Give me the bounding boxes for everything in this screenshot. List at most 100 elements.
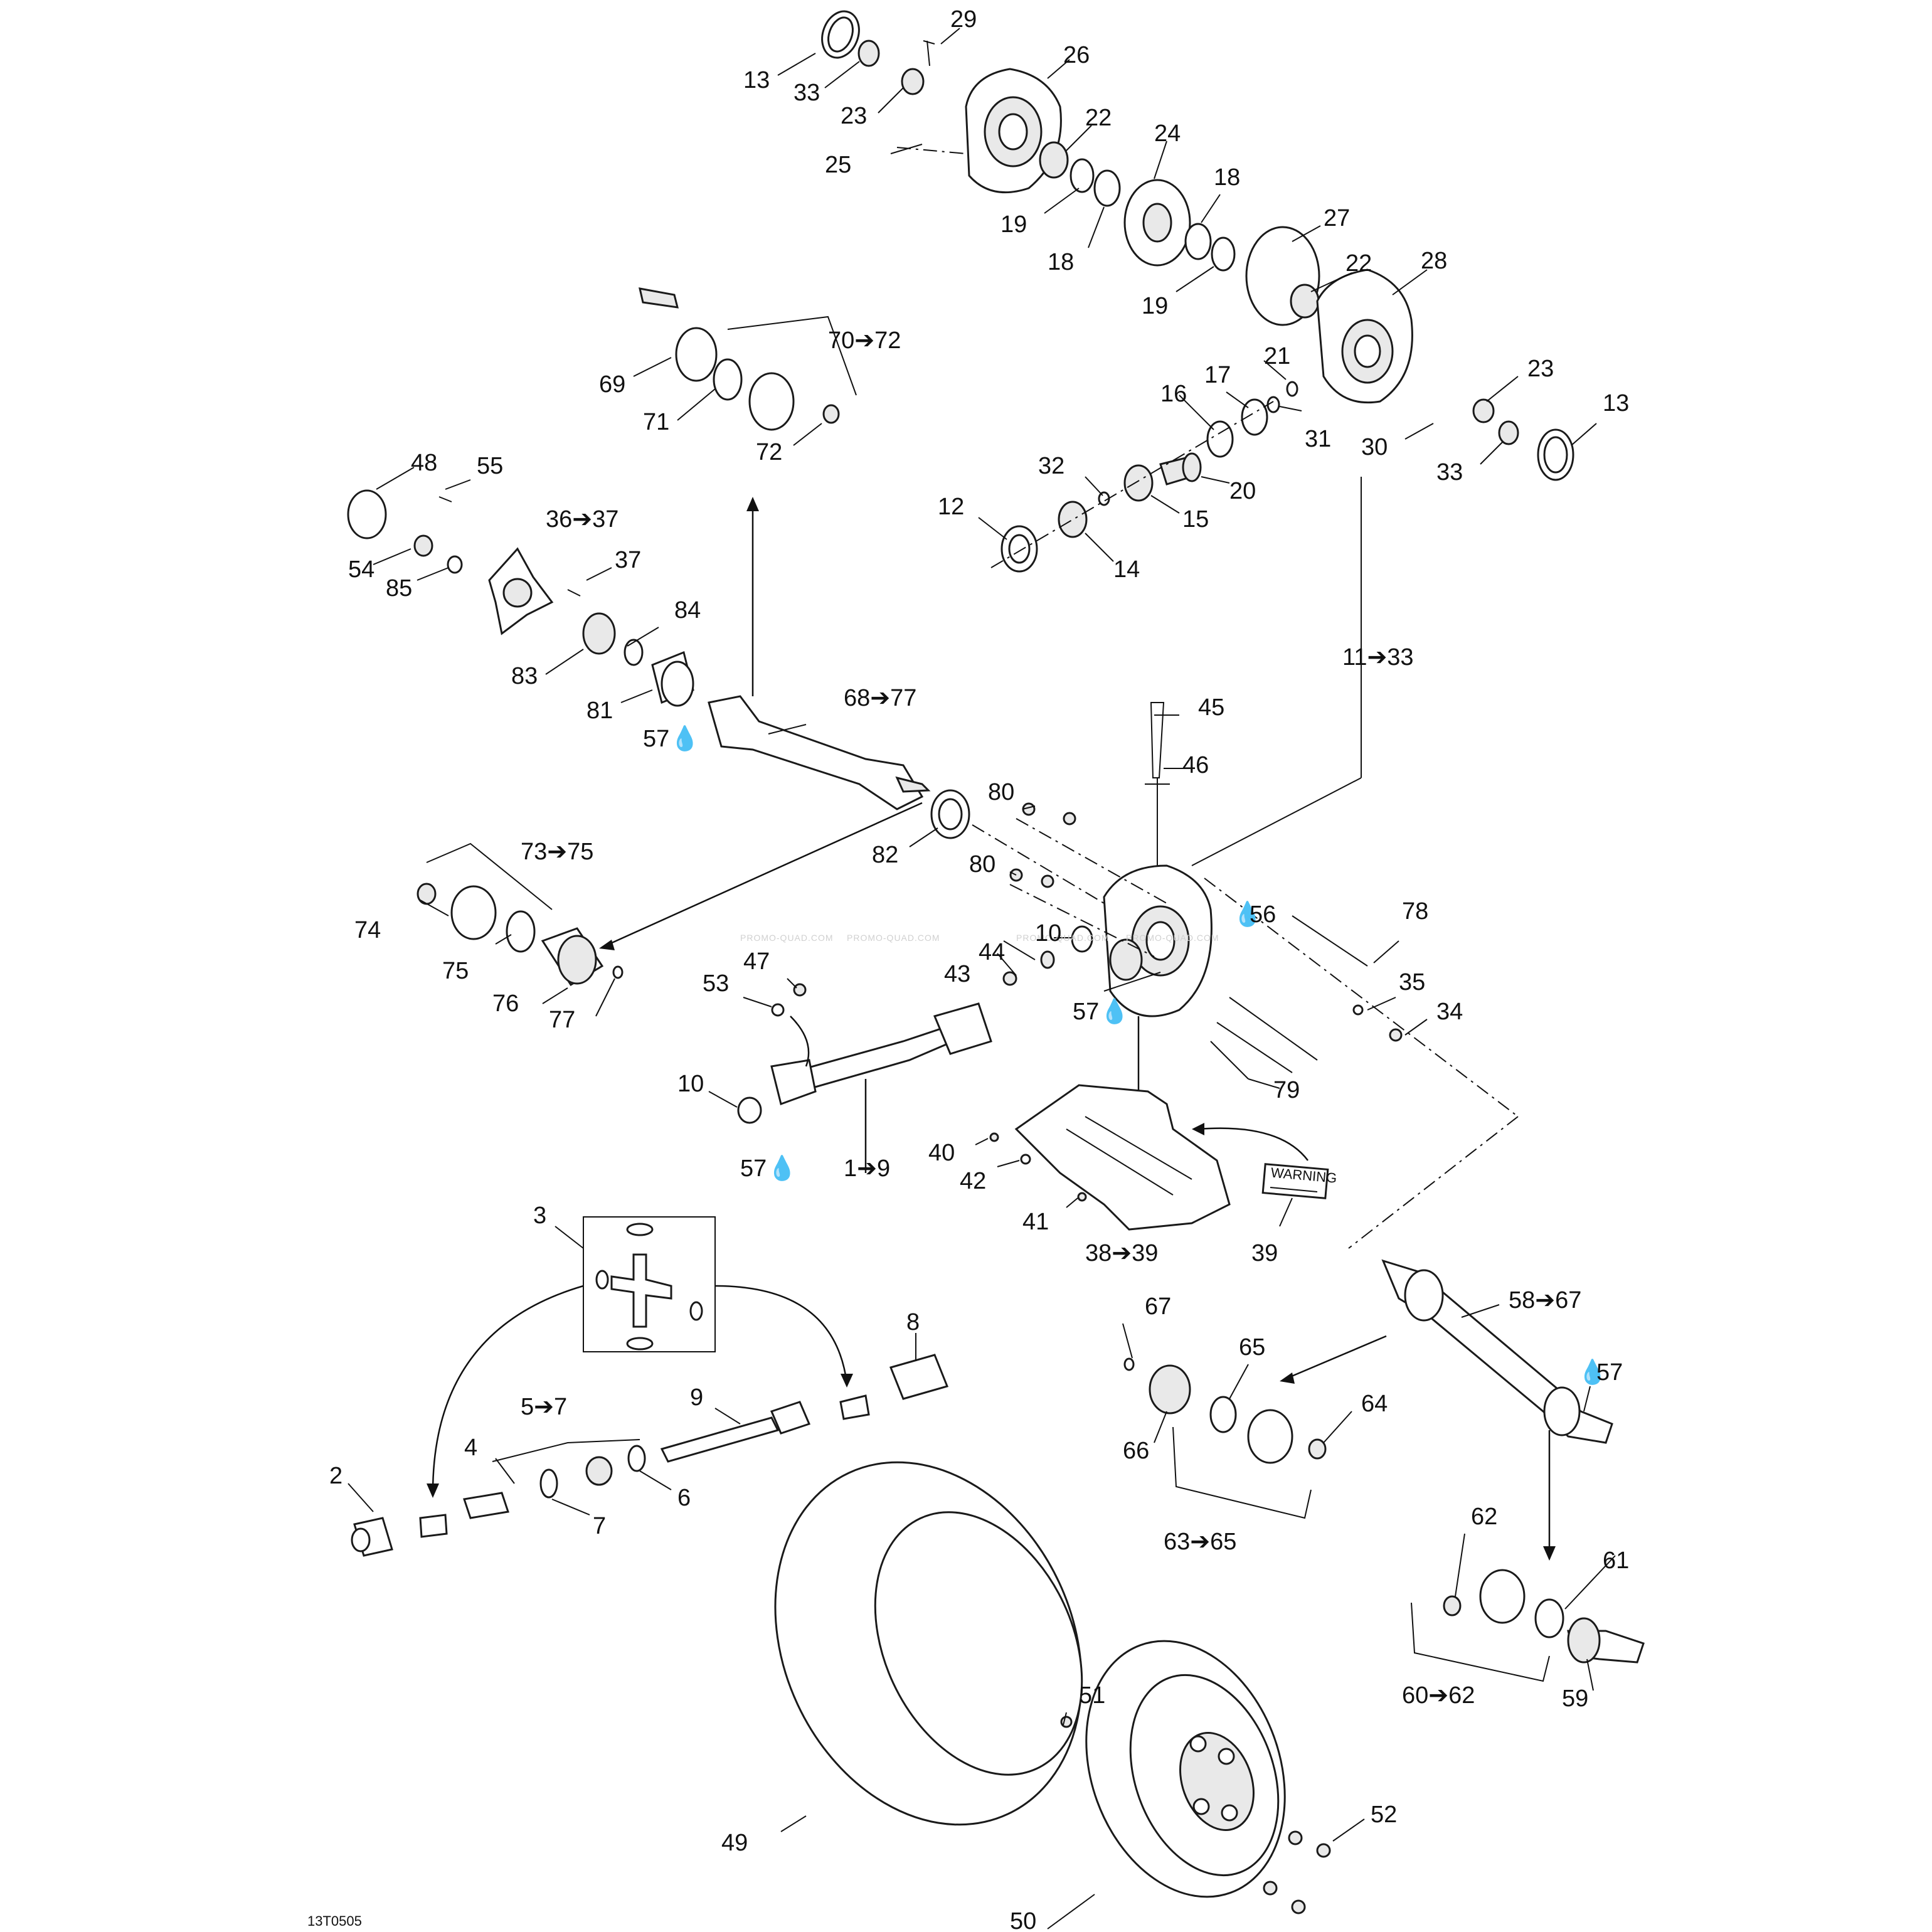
bearing-23-right xyxy=(1472,398,1495,423)
callout-75: 75 xyxy=(442,958,469,984)
callout-67: 67 xyxy=(1145,1293,1171,1320)
callout-47: 47 xyxy=(743,948,770,975)
o-ring-27 xyxy=(1245,226,1320,326)
watermark-2: PROMO-QUAD.COM xyxy=(847,933,940,943)
callout-80-a: 80 xyxy=(988,779,1014,805)
screw-40 xyxy=(989,1132,999,1142)
callout-40: 40 xyxy=(928,1140,955,1166)
callout-56: 56 xyxy=(1250,901,1276,928)
callout-73-75: 73➔75 xyxy=(521,839,593,865)
breather-45 xyxy=(1150,702,1165,778)
callout-83: 83 xyxy=(511,663,538,689)
valve-51 xyxy=(1060,1716,1073,1728)
drive-shaft-upper-group xyxy=(347,287,1105,904)
nut-47 xyxy=(793,983,807,997)
joint-kit-73-75 xyxy=(417,883,624,987)
callout-12: 12 xyxy=(938,494,964,520)
nut-54 xyxy=(413,534,433,557)
u-joint-kit-box xyxy=(427,1216,853,1498)
nut-41 xyxy=(1077,1192,1087,1202)
washer-85 xyxy=(447,555,463,574)
callout-24: 24 xyxy=(1154,120,1181,147)
seal-10-right xyxy=(1071,925,1093,953)
shim-19a xyxy=(1070,158,1095,193)
callout-29: 29 xyxy=(950,6,977,33)
callout-35: 35 xyxy=(1399,969,1425,995)
washer-35 xyxy=(1352,1004,1364,1016)
callout-51: 51 xyxy=(1079,1682,1105,1709)
callout-46: 46 xyxy=(1182,752,1209,778)
bearing-14 xyxy=(1058,501,1088,538)
drive-shaft-68 xyxy=(708,695,924,810)
callout-6: 6 xyxy=(677,1485,691,1511)
callout-39: 39 xyxy=(1251,1240,1278,1266)
o-ring-84 xyxy=(624,639,644,666)
callout-60-62: 60➔62 xyxy=(1402,1682,1475,1709)
callout-23-right: 23 xyxy=(1527,356,1554,382)
callout-82: 82 xyxy=(872,842,898,868)
callout-54: 54 xyxy=(348,556,374,583)
callout-59: 59 xyxy=(1562,1685,1588,1712)
range-brackets xyxy=(426,316,1550,1682)
callout-23-top: 23 xyxy=(841,103,867,129)
callout-76: 76 xyxy=(492,990,519,1017)
callout-21: 21 xyxy=(1264,343,1290,369)
bolt-79-a xyxy=(1229,997,1318,1061)
rear-axle-group xyxy=(1123,1259,1645,1664)
callout-30: 30 xyxy=(1361,434,1388,460)
callout-49: 49 xyxy=(721,1830,748,1856)
kit-3-frame xyxy=(583,1216,716,1352)
clamp-65 xyxy=(1209,1396,1237,1433)
boot-5 xyxy=(585,1456,613,1486)
callout-5-7: 5➔7 xyxy=(521,1394,567,1420)
callout-80-b: 80 xyxy=(969,851,995,878)
clamp-72 xyxy=(822,404,840,424)
callout-58-67: 58➔67 xyxy=(1509,1287,1581,1314)
callout-1-9: 1➔9 xyxy=(844,1155,890,1182)
shim-19b xyxy=(1211,236,1236,272)
clamp-64 xyxy=(1308,1438,1327,1460)
callout-22-top: 22 xyxy=(1085,105,1112,131)
callout-8: 8 xyxy=(906,1309,920,1335)
shaft-9 xyxy=(660,1416,780,1463)
callout-7: 7 xyxy=(593,1513,606,1539)
nut-52-c xyxy=(1263,1881,1278,1896)
callout-28: 28 xyxy=(1421,248,1447,274)
callout-14: 14 xyxy=(1113,556,1140,583)
boot-63 xyxy=(1247,1409,1293,1464)
callout-77: 77 xyxy=(549,1007,575,1033)
oil-drop-icon: 💧 xyxy=(767,1154,797,1182)
bolt-79-b xyxy=(1216,1022,1293,1073)
oil-drop-icon: 💧 xyxy=(1578,1358,1607,1386)
callout-13-right: 13 xyxy=(1603,390,1629,417)
boot-70 xyxy=(748,372,795,431)
callout-65: 65 xyxy=(1239,1334,1265,1361)
bumper-48 xyxy=(347,489,387,539)
callout-16: 16 xyxy=(1160,381,1187,407)
callout-32: 32 xyxy=(1038,453,1064,479)
callout-62: 62 xyxy=(1471,1504,1497,1530)
seal-83 xyxy=(582,612,616,655)
bolt-78 xyxy=(1292,915,1368,967)
bolt-37 xyxy=(567,589,581,597)
clamp-7 xyxy=(539,1468,558,1499)
callout-42: 42 xyxy=(960,1168,986,1194)
callout-27: 27 xyxy=(1324,205,1350,231)
callout-4: 4 xyxy=(464,1435,477,1461)
callout-85: 85 xyxy=(386,575,412,602)
callout-61: 61 xyxy=(1603,1547,1629,1574)
watermark-3: PROMO-QUAD.COM xyxy=(1016,933,1110,943)
callout-3: 3 xyxy=(533,1202,546,1229)
nut-43 xyxy=(1002,971,1017,986)
callout-11-33: 11➔33 xyxy=(1342,644,1414,671)
drive-shaft-assembly xyxy=(788,1027,955,1093)
boot-73 xyxy=(450,885,497,940)
callout-57-center: 57 xyxy=(1073,999,1099,1025)
callout-44: 44 xyxy=(979,939,1005,965)
skid-plate-group: WARNING xyxy=(989,1084,1337,1231)
skid-plate-38 xyxy=(1014,1084,1231,1231)
callout-19-bottom: 19 xyxy=(1142,293,1168,319)
callout-15: 15 xyxy=(1182,506,1209,533)
callout-31: 31 xyxy=(1305,426,1331,452)
callout-45: 45 xyxy=(1198,694,1224,721)
